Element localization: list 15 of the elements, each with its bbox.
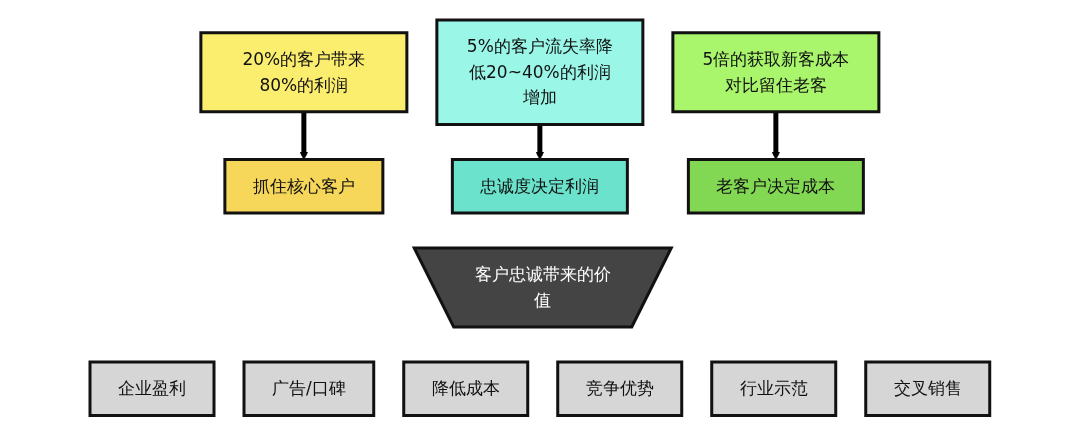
- node-box: 交叉销售: [864, 360, 992, 417]
- arrow: [299, 111, 309, 160]
- node-box: 抓住核心客户: [223, 157, 385, 215]
- arrow: [535, 124, 545, 160]
- arrow: [771, 111, 781, 160]
- node-box: 行业示范: [710, 360, 838, 417]
- node-box: 5%的客户流失率降低20~40%的利润增加: [435, 18, 645, 126]
- node-box: 老客户决定成本: [687, 157, 865, 215]
- node-box: 5倍的获取新客成本对比留住老客: [671, 31, 881, 113]
- node-box: 20%的客户带来80%的利润: [199, 31, 409, 113]
- node-box: 企业盈利: [88, 360, 216, 417]
- node-box: 竞争优势: [556, 360, 684, 417]
- node-box: 忠诚度决定利润: [451, 157, 629, 215]
- node-box: 降低成本: [402, 360, 530, 417]
- node-box: 广告/口碑: [242, 360, 376, 417]
